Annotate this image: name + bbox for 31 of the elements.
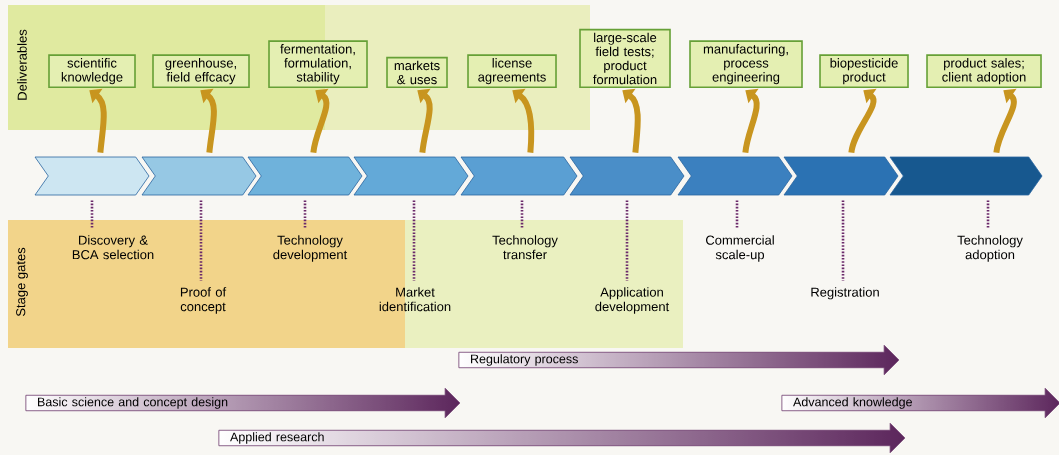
stage-gate-label: Technology adoption bbox=[957, 235, 1023, 262]
stage-gate-label: Discovery & BCA selection bbox=[72, 235, 154, 260]
dotted-line bbox=[520, 200, 524, 229]
dotted-line bbox=[303, 200, 307, 229]
stage-gate-label: Market identification bbox=[379, 287, 451, 312]
deliverable-box: scientific knowledge bbox=[48, 54, 136, 88]
stage-gate-label: Application development bbox=[595, 287, 670, 314]
phase-bar: Advanced knowledge bbox=[781, 387, 1059, 419]
stage-gate-label: Proof of concept bbox=[180, 287, 227, 314]
dotted-line bbox=[90, 200, 94, 229]
deliverable-box: manufacturing, process engineering bbox=[689, 40, 803, 88]
dotted-line bbox=[986, 200, 990, 229]
dotted-line bbox=[199, 200, 203, 281]
deliverable-box: license agreements bbox=[467, 54, 557, 88]
deliverable-box: markets & uses bbox=[386, 56, 448, 88]
dotted-line bbox=[841, 200, 845, 281]
chevron-shape bbox=[889, 156, 1043, 196]
deliverable-box: biopesticide product bbox=[819, 54, 909, 88]
dotted-line bbox=[625, 200, 629, 281]
deliverable-box: product sales; client adoption bbox=[926, 54, 1042, 88]
row-label: Deliverables bbox=[17, 29, 27, 100]
deliverable-box: fermentation, formulation, stability bbox=[268, 40, 368, 88]
deliverable-box: greenhouse, field effcacy bbox=[152, 54, 250, 88]
dotted-line bbox=[412, 200, 416, 281]
stage-gate-label: Technology development bbox=[273, 235, 348, 262]
deliverable-box: large-scale field tests; product formulation bbox=[579, 28, 671, 88]
stage-gate-label: Registration bbox=[811, 287, 879, 300]
dotted-line bbox=[735, 200, 739, 229]
stage-gate-label: Technology transfer bbox=[492, 235, 558, 260]
stage-gate-label: Commercial scale-up bbox=[706, 235, 774, 262]
row-label: Stage gates bbox=[16, 247, 28, 317]
